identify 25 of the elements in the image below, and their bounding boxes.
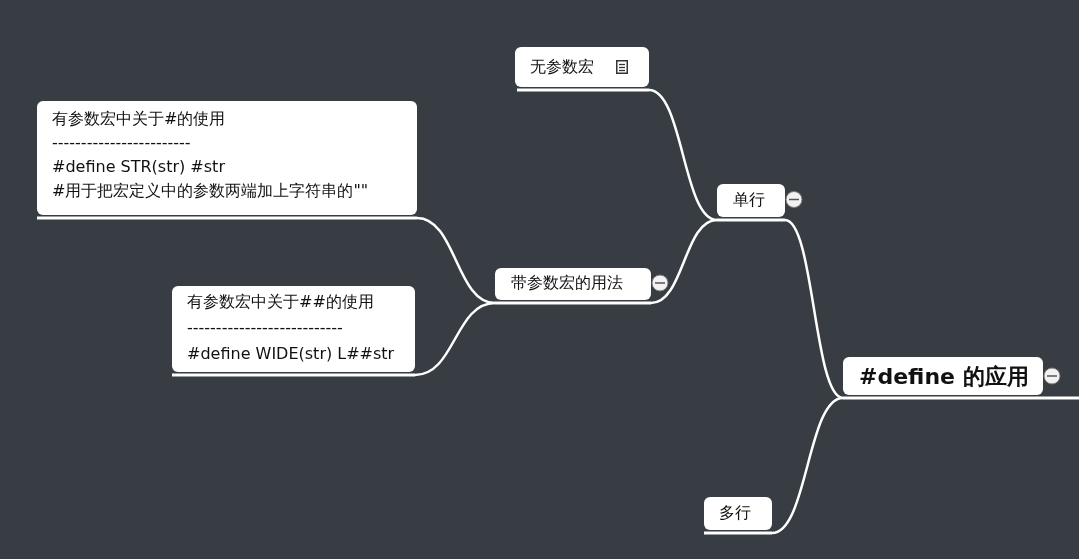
note-box bbox=[172, 286, 415, 372]
connector-line bbox=[771, 396, 844, 535]
node-text: 多行 bbox=[719, 503, 752, 524]
node-text: #用于把宏定义中的参数两端加上字符串的"" bbox=[52, 180, 370, 202]
connector-line bbox=[414, 301, 496, 377]
connector-line bbox=[648, 88, 718, 222]
node-text: #define WIDE(str) L##str bbox=[187, 343, 396, 365]
node-text: #define 的应用 bbox=[859, 363, 1030, 391]
connector-line bbox=[650, 218, 718, 305]
node-text: 单行 bbox=[733, 190, 766, 211]
node-text: 有参数宏中关于#的使用 bbox=[52, 108, 227, 130]
subtopic-box bbox=[704, 497, 772, 530]
connector-line bbox=[416, 216, 496, 305]
node-text: 带参数宏的用法 bbox=[511, 273, 624, 294]
subtopic-box bbox=[495, 268, 651, 300]
subtopic-box bbox=[515, 47, 649, 87]
node-text: #define STR(str) #str bbox=[52, 156, 226, 178]
subtopic-box bbox=[717, 184, 785, 217]
connector-line bbox=[784, 218, 844, 400]
note-box bbox=[37, 101, 417, 215]
node-text: 有参数宏中关于##的使用 bbox=[187, 291, 375, 313]
topic-box bbox=[843, 357, 1043, 395]
node-text: ------------------------ bbox=[52, 132, 192, 154]
node-text: --------------------------- bbox=[187, 317, 344, 339]
node-text: 无参数宏 bbox=[530, 57, 594, 78]
